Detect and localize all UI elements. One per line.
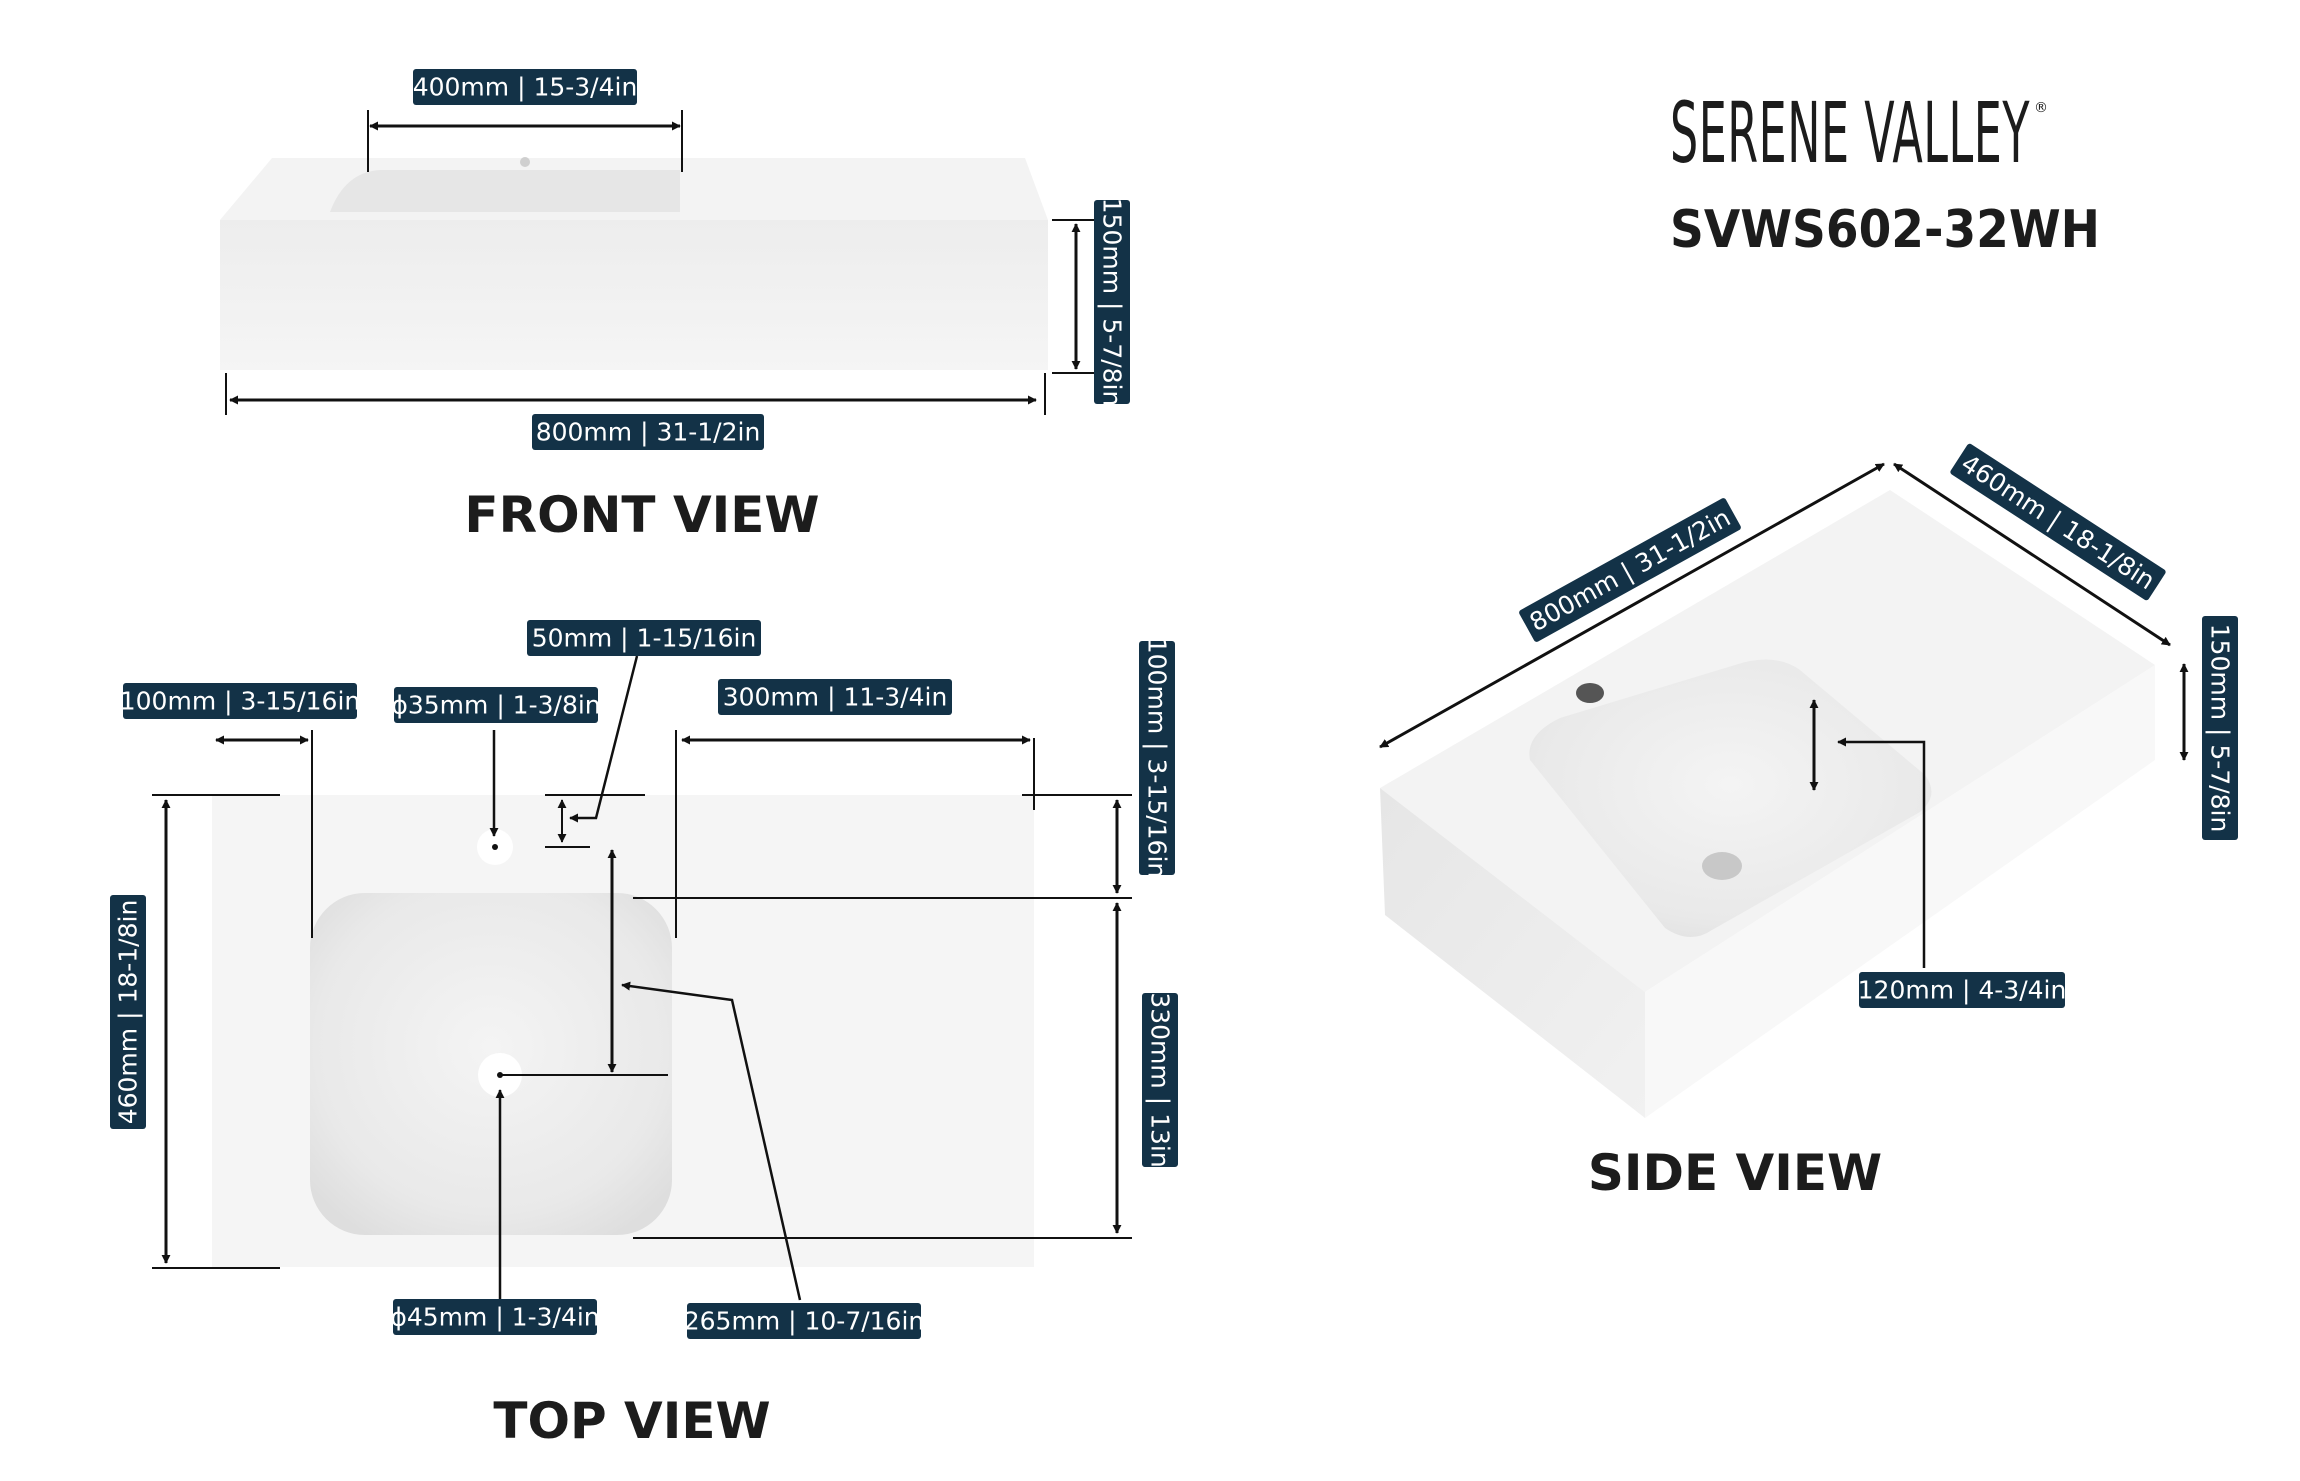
dim-label-top-shelf-width: 300mm | 11-3/4in xyxy=(718,679,952,715)
model-number: SVWS602-32WH xyxy=(1670,200,2100,260)
top-faucet-center xyxy=(492,844,498,850)
svg-text:100mm | 3-15/16in: 100mm | 3-15/16in xyxy=(1143,638,1172,879)
side-drain-hole xyxy=(1702,852,1742,880)
svg-text:460mm | 18-1/8in: 460mm | 18-1/8in xyxy=(114,900,143,1125)
top-drain-offset-leader xyxy=(621,981,802,1301)
front-faucet-hole xyxy=(520,157,530,167)
front-view-title: FRONT VIEW xyxy=(464,486,819,544)
dim-label-top-depth: 460mm | 18-1/8in xyxy=(110,895,146,1129)
brand-block: SERENE VALLEY ® SVWS602-32WH xyxy=(1670,84,2100,260)
top-view: 50mm | 1-15/16in 100mm | 3-15/16in ϕ35mm… xyxy=(110,620,1178,1450)
dim-label-top-left-margin: 100mm | 3-15/16in xyxy=(120,683,361,719)
dim-label-side-basin-depth: 120mm | 4-3/4in xyxy=(1858,972,2067,1008)
top-faucet-offset-leader xyxy=(569,655,639,823)
svg-text:120mm | 4-3/4in: 120mm | 4-3/4in xyxy=(1858,976,2067,1005)
front-body xyxy=(220,220,1048,370)
front-view: 400mm | 15-3/4in 150mm | 5-7/8in 800mm |… xyxy=(220,69,1130,544)
svg-text:265mm | 10-7/16in: 265mm | 10-7/16in xyxy=(684,1307,925,1336)
dim-label-top-front-margin: 100mm | 3-15/16in xyxy=(1139,638,1175,879)
dim-label-top-faucet-offset: 50mm | 1-15/16in xyxy=(527,620,761,656)
dim-label-top-basin-depth: 330mm | 13in xyxy=(1142,992,1178,1168)
dim-label-side-height: 150mm | 5-7/8in xyxy=(2202,616,2238,840)
side-right-face xyxy=(1645,665,2155,1118)
svg-text:150mm | 5-7/8in: 150mm | 5-7/8in xyxy=(1098,198,1127,407)
side-width-arrow xyxy=(1379,462,1885,749)
svg-text:50mm | 1-15/16in: 50mm | 1-15/16in xyxy=(532,624,757,653)
svg-text:ϕ45mm | 1-3/4in: ϕ45mm | 1-3/4in xyxy=(390,1303,599,1332)
svg-text:ϕ35mm | 1-3/8in: ϕ35mm | 1-3/8in xyxy=(391,691,600,720)
side-basin-depth-leader xyxy=(1837,737,1926,968)
svg-text:800mm | 31-1/2in: 800mm | 31-1/2in xyxy=(536,418,761,447)
svg-text:400mm | 15-3/4in: 400mm | 15-3/4in xyxy=(413,73,638,102)
dim-label-front-height: 150mm | 5-7/8in xyxy=(1094,198,1130,407)
dim-label-top-faucet-hole: ϕ35mm | 1-3/8in xyxy=(391,687,601,723)
side-depth-arrow xyxy=(1893,462,2171,647)
top-view-title: TOP VIEW xyxy=(493,1392,770,1450)
dim-label-top-drain-offset: 265mm | 10-7/16in xyxy=(684,1303,925,1339)
brand-logo: SERENE VALLEY xyxy=(1670,84,2030,182)
dim-label-front-total-width: 800mm | 31-1/2in xyxy=(532,414,764,450)
svg-text:330mm | 13in: 330mm | 13in xyxy=(1146,992,1175,1167)
svg-text:100mm | 3-15/16in: 100mm | 3-15/16in xyxy=(120,687,361,716)
side-front-face xyxy=(1380,788,1645,1118)
dim-label-front-basin-width: 400mm | 15-3/4in xyxy=(413,69,638,105)
svg-text:150mm | 5-7/8in: 150mm | 5-7/8in xyxy=(2206,624,2235,833)
svg-text:300mm | 11-3/4in: 300mm | 11-3/4in xyxy=(723,683,948,712)
side-view: 800mm | 31-1/2in 460mm | 18-1/8in 150mm … xyxy=(1379,443,2238,1202)
side-faucet-hole xyxy=(1576,683,1604,703)
side-view-title: SIDE VIEW xyxy=(1588,1144,1882,1202)
registered-mark: ® xyxy=(2034,100,2048,116)
dim-label-top-drain-hole: ϕ45mm | 1-3/4in xyxy=(390,1299,600,1335)
front-basin-opening xyxy=(330,170,680,212)
